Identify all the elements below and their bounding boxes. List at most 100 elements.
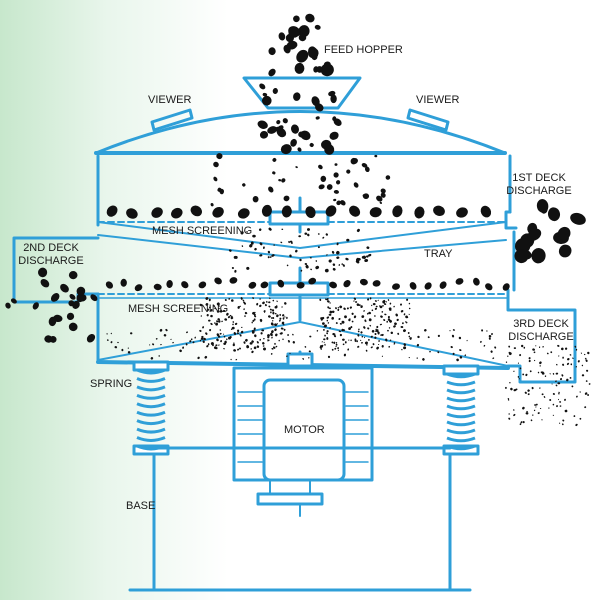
particle xyxy=(276,323,278,325)
particle xyxy=(205,297,209,300)
particle xyxy=(267,335,270,339)
particle xyxy=(372,280,381,287)
particle xyxy=(246,345,250,349)
particle xyxy=(240,330,244,334)
particle xyxy=(281,205,292,218)
particle xyxy=(368,318,372,322)
particle xyxy=(579,417,582,420)
particle xyxy=(459,349,462,352)
particle xyxy=(114,346,118,349)
particle xyxy=(280,144,292,155)
particle xyxy=(216,310,220,313)
particle xyxy=(69,294,76,300)
particle xyxy=(552,393,555,395)
particle xyxy=(210,203,214,207)
label-motor: MOTOR xyxy=(284,424,325,436)
particle xyxy=(365,320,367,323)
particle xyxy=(508,345,511,348)
particle xyxy=(275,333,278,337)
particle xyxy=(341,263,343,265)
particle xyxy=(224,299,227,301)
particle xyxy=(260,281,269,289)
particle xyxy=(210,309,213,312)
label-third-deck-discharge: 3RD DECK DISCHARGE xyxy=(506,318,576,344)
particle xyxy=(223,309,226,312)
particle xyxy=(389,319,392,323)
particle xyxy=(519,423,522,426)
particle xyxy=(452,352,455,355)
particle xyxy=(208,319,211,322)
particle xyxy=(319,298,322,301)
particle xyxy=(233,332,236,335)
particle xyxy=(389,339,392,341)
particle xyxy=(400,325,404,329)
particle xyxy=(66,312,75,321)
particle xyxy=(72,300,80,309)
particle xyxy=(272,171,276,175)
particle xyxy=(333,189,339,194)
particle xyxy=(214,277,222,285)
particle xyxy=(271,254,275,257)
particle xyxy=(337,349,340,351)
particle xyxy=(40,278,50,288)
particle xyxy=(353,297,357,300)
particle xyxy=(450,346,453,349)
particle xyxy=(555,372,559,375)
tray-line xyxy=(97,234,507,259)
particle xyxy=(367,327,370,330)
particle xyxy=(559,405,562,407)
particle xyxy=(326,184,333,190)
particle xyxy=(522,373,525,376)
particle xyxy=(485,283,493,291)
particle xyxy=(219,329,222,331)
particle xyxy=(229,277,238,284)
particle xyxy=(557,226,571,241)
particle xyxy=(332,116,337,121)
particle xyxy=(385,338,388,342)
particle xyxy=(570,212,586,225)
particle xyxy=(279,313,282,316)
particle xyxy=(298,33,307,42)
particle xyxy=(218,305,220,307)
particle xyxy=(335,342,338,344)
particle xyxy=(272,323,274,326)
particle xyxy=(216,153,223,160)
particle xyxy=(513,347,517,350)
particle xyxy=(377,332,380,335)
particle xyxy=(509,382,511,384)
particle xyxy=(271,347,274,350)
particle xyxy=(216,320,219,323)
particle xyxy=(363,310,365,312)
particle xyxy=(239,334,241,336)
particle xyxy=(250,348,252,350)
particle xyxy=(218,344,220,346)
particle xyxy=(272,346,276,349)
lower-cone xyxy=(97,321,509,367)
particle xyxy=(288,26,300,38)
particle xyxy=(252,319,255,322)
particle xyxy=(232,321,235,323)
particle xyxy=(228,336,231,340)
particle xyxy=(328,307,331,310)
particle xyxy=(251,340,254,343)
particle xyxy=(324,343,326,346)
particle xyxy=(346,307,349,310)
particle xyxy=(331,341,334,344)
particle xyxy=(309,257,312,259)
particle xyxy=(237,208,250,219)
particle xyxy=(244,311,248,315)
particle xyxy=(407,332,410,334)
particle xyxy=(110,341,113,344)
particle xyxy=(374,336,377,339)
particle xyxy=(325,298,327,301)
particle xyxy=(203,337,206,341)
particle xyxy=(464,354,467,357)
label-third-deck-line2: DISCHARGE xyxy=(508,331,574,343)
particle xyxy=(559,401,562,403)
particle xyxy=(329,281,338,289)
particle xyxy=(520,421,523,424)
particle xyxy=(256,345,260,348)
particle xyxy=(253,331,255,333)
particle xyxy=(518,378,520,380)
